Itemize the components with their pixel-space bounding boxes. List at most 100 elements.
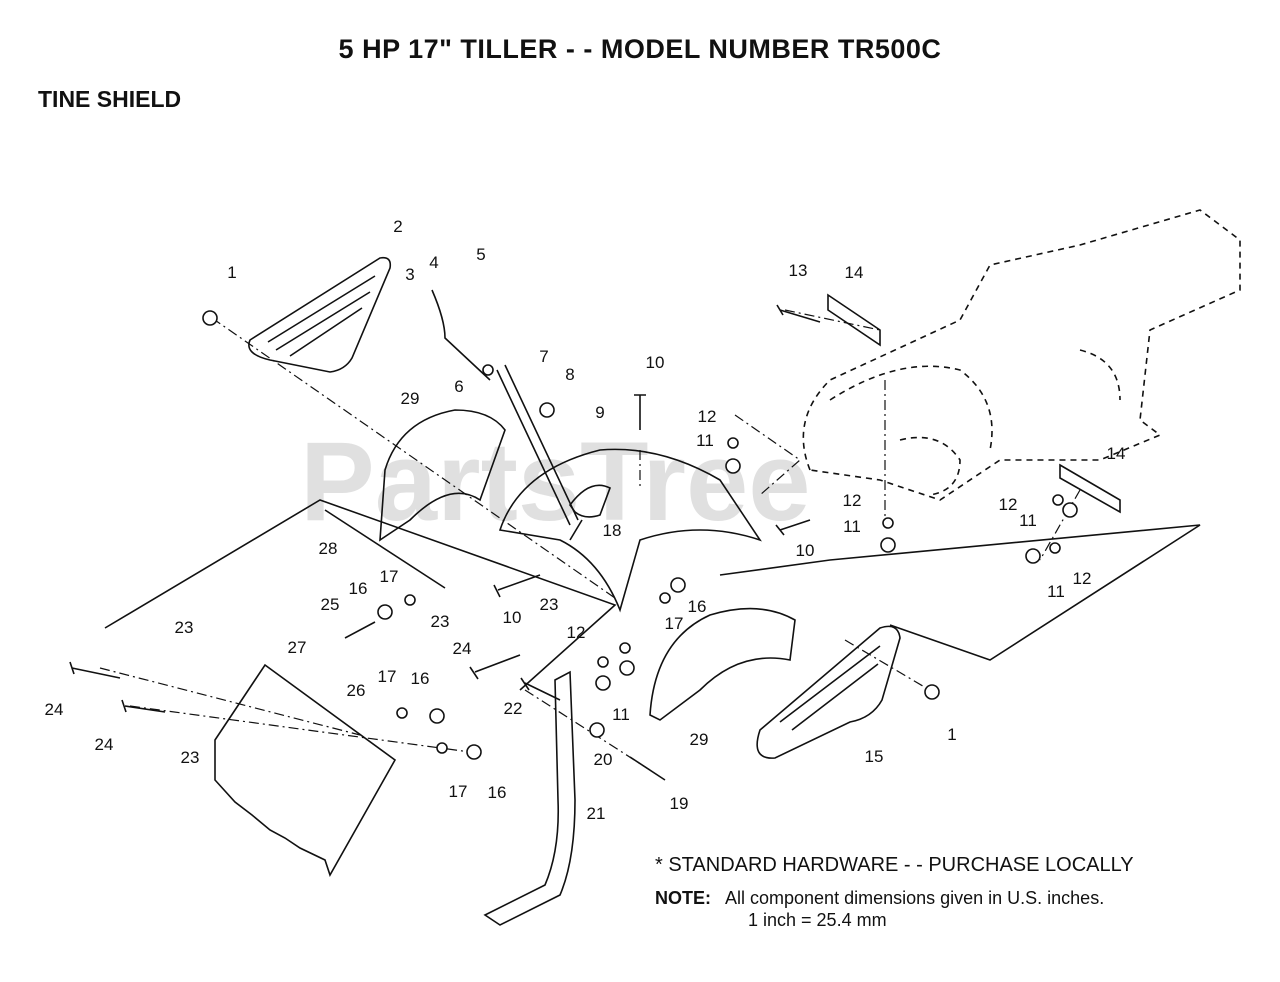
part-callout-23: 23	[181, 748, 200, 767]
nut-icon	[589, 722, 605, 738]
part-callout-14: 14	[1107, 444, 1126, 463]
part-callout-4: 4	[429, 253, 438, 272]
part-callout-1: 1	[227, 263, 236, 282]
part-callout-27: 27	[288, 638, 307, 657]
bolt-icon	[121, 699, 166, 713]
part-callout-17: 17	[378, 667, 397, 686]
washer-icon	[404, 594, 416, 606]
washer-icon	[619, 642, 631, 654]
part-callout-9: 9	[595, 403, 604, 422]
washer-icon	[882, 517, 894, 529]
bolt-icon	[69, 661, 121, 679]
nut-icon	[880, 537, 896, 553]
washer-icon	[396, 707, 408, 719]
part-callout-17: 17	[665, 614, 684, 633]
part-callout-16: 16	[688, 597, 707, 616]
part-callout-7: 7	[539, 347, 548, 366]
nut-icon	[539, 402, 555, 418]
part-callout-3: 3	[405, 265, 414, 284]
part-callout-11: 11	[843, 517, 861, 536]
part-callout-12: 12	[1073, 569, 1092, 588]
part-callout-24: 24	[45, 700, 64, 719]
pin-icon	[569, 519, 583, 541]
pin-icon	[629, 756, 666, 781]
washer-icon	[659, 592, 671, 604]
assembly-leader-lines	[99, 309, 1081, 771]
part-side-plate-right	[756, 625, 901, 759]
part-callout-13: 13	[789, 261, 808, 280]
part-drag-bar	[483, 670, 576, 926]
part-callout-24: 24	[95, 735, 114, 754]
part-callout-18: 18	[603, 521, 622, 540]
part-flap-right	[649, 607, 796, 721]
part-callout-21: 21	[587, 804, 606, 823]
part-callout-6: 6	[454, 377, 463, 396]
note-line-2: 1 inch = 25.4 mm	[748, 910, 887, 930]
part-callout-22: 22	[504, 699, 523, 718]
part-callout-8: 8	[565, 365, 574, 384]
part-callout-19: 19	[670, 794, 689, 813]
part-callout-26: 26	[347, 681, 366, 700]
part-deflector	[214, 663, 397, 877]
part-callout-10: 10	[646, 353, 665, 372]
transmission-outline	[802, 209, 1241, 501]
note-line-1: All component dimensions given in U.S. i…	[725, 888, 1105, 908]
washer-icon	[727, 437, 739, 449]
nut-icon	[924, 684, 940, 700]
bolt-icon	[634, 394, 646, 430]
washer-icon	[482, 364, 494, 376]
part-outlines	[104, 256, 1201, 926]
part-callout-11: 11	[1019, 511, 1037, 530]
part-callout-10: 10	[503, 608, 522, 627]
page-title: 5 HP 17" TILLER - - MODEL NUMBER TR500C	[338, 34, 942, 64]
note-label: NOTE:	[655, 888, 711, 908]
washer-icon	[597, 656, 609, 668]
part-callout-16: 16	[349, 579, 368, 598]
part-flap-left	[379, 409, 506, 542]
section-title: TINE SHIELD	[38, 86, 182, 112]
part-callout-10: 10	[796, 541, 815, 560]
part-tine-shield	[498, 448, 762, 613]
part-callout-25: 25	[321, 595, 340, 614]
nut-icon	[619, 660, 635, 676]
part-callout-29: 29	[401, 389, 420, 408]
part-callout-20: 20	[594, 750, 613, 769]
part-callout-28: 28	[319, 539, 338, 558]
part-callout-15: 15	[865, 747, 884, 766]
part-callout-17: 17	[380, 567, 399, 586]
part-callout-5: 5	[476, 245, 485, 264]
bolt-icon	[775, 519, 811, 536]
pin-icon	[344, 621, 376, 639]
hardware	[69, 304, 1078, 781]
part-callout-11: 11	[696, 431, 714, 450]
part-side-plate-left	[248, 256, 392, 373]
nut-icon	[377, 604, 393, 620]
part-callout-12: 12	[567, 623, 586, 642]
washer-icon	[1052, 494, 1064, 506]
part-callout-23: 23	[175, 618, 194, 637]
part-callout-14: 14	[845, 263, 864, 282]
part-callout-29: 29	[690, 730, 709, 749]
part-callout-12: 12	[843, 491, 862, 510]
part-callout-11: 11	[1047, 582, 1065, 601]
part-callout-12: 12	[698, 407, 717, 426]
part-callout-16: 16	[488, 783, 507, 802]
part-callout-24: 24	[453, 639, 472, 658]
part-callout-11: 11	[612, 705, 630, 724]
part-callout-23: 23	[431, 612, 450, 631]
nut-icon	[1062, 502, 1078, 518]
nut-icon	[466, 744, 482, 760]
washer-icon	[1049, 542, 1061, 554]
part-callout-1: 1	[947, 725, 956, 744]
dimension-note: NOTE: All component dimensions given in U…	[655, 887, 1104, 931]
washer-icon	[436, 742, 448, 754]
nut-icon	[202, 310, 218, 326]
part-callout-12: 12	[999, 495, 1018, 514]
part-callout-23: 23	[540, 595, 559, 614]
bolt-icon	[520, 677, 561, 701]
bolt-icon	[469, 654, 521, 680]
nut-icon	[670, 577, 686, 593]
bolt-icon	[493, 574, 541, 598]
